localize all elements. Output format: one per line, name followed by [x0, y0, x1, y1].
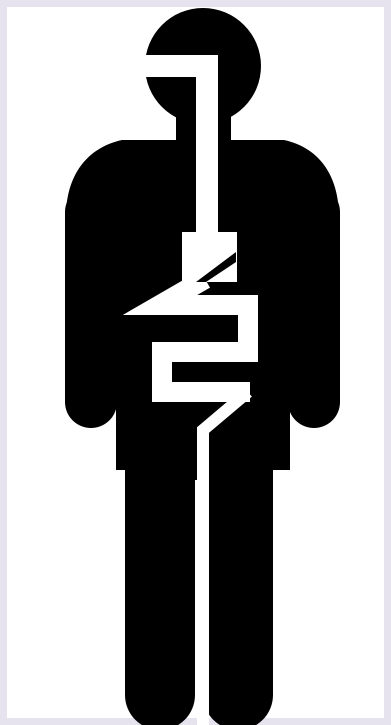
esophagus-icon	[196, 55, 218, 235]
